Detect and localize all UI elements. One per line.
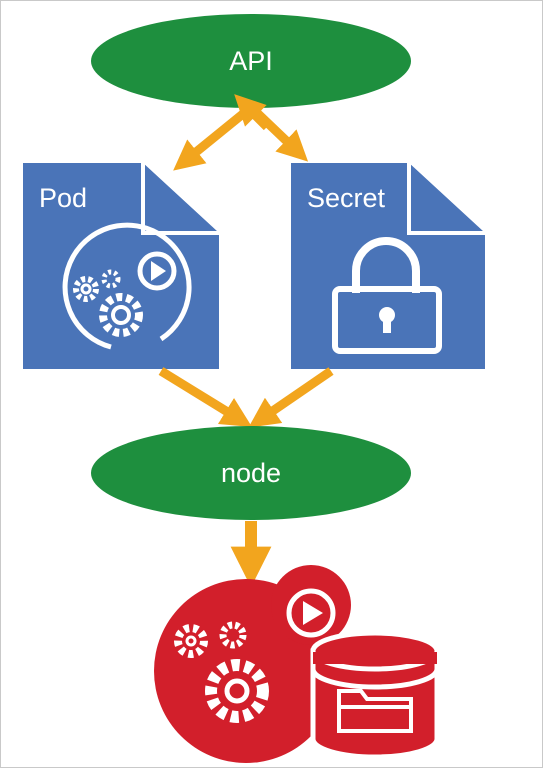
api-node: API [91, 14, 411, 108]
secret-label: Secret [307, 183, 386, 213]
arrow-api-to-pod [173, 105, 252, 171]
container-with-volume-icon [154, 565, 440, 763]
pod-label: Pod [39, 183, 87, 213]
arrow-secret-to-node [248, 367, 334, 428]
node-label: node [221, 458, 281, 488]
padlock-icon [332, 237, 442, 354]
arrow-pod-to-node [158, 367, 253, 428]
gears-play-icon [62, 222, 192, 350]
node-node: node [91, 426, 411, 520]
secret-document: Secret [291, 163, 485, 369]
pod-document: Pod [23, 163, 219, 369]
arrows-to-node [158, 367, 334, 428]
arrows-api-out [173, 94, 309, 171]
api-label: API [229, 46, 273, 76]
arrow-secret-to-api [234, 94, 271, 131]
